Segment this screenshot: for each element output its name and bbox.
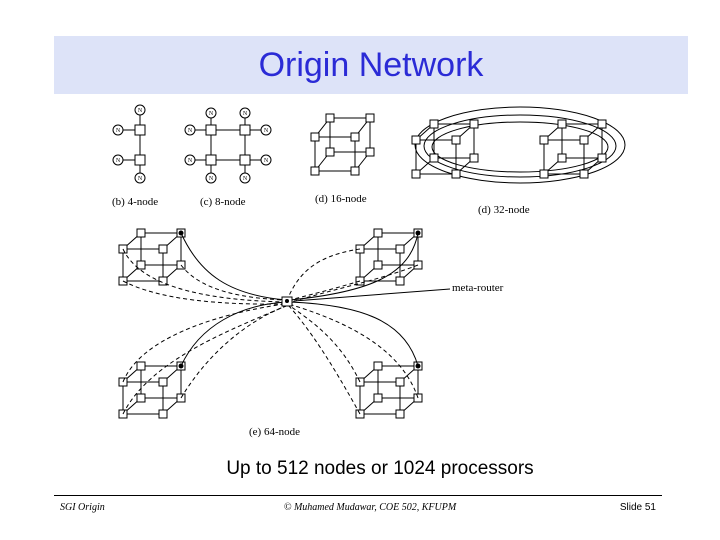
meta-router-label: meta-router: [452, 282, 504, 294]
node-n-label: N: [243, 111, 248, 117]
footer-course: SGI Origin: [60, 502, 105, 513]
caption-16-node: (d) 16-node: [315, 193, 367, 205]
node-n-label: N: [264, 158, 269, 164]
four-node-topology: [112, 104, 146, 184]
thirtytwo-node-topology: [411, 106, 626, 184]
eight-node-topology: [184, 107, 272, 184]
meta-router-links: [122, 232, 451, 415]
node-n-label: N: [138, 108, 143, 114]
node-n-label: N: [116, 158, 121, 164]
meta-router: [281, 296, 293, 307]
node-n-label: N: [138, 176, 143, 182]
slide-subtitle: Up to 512 nodes or 1024 processors: [226, 458, 534, 479]
slide-title: Origin Network: [258, 46, 484, 84]
node-n-label: N: [264, 128, 269, 134]
caption-64-node: (e) 64-node: [249, 426, 300, 438]
node-n-label: N: [209, 176, 214, 182]
footer-copyright: © Muhamed Mudawar, COE 502, KFUPM: [283, 502, 457, 513]
node-n-label: N: [188, 128, 193, 134]
node-n-label: N: [209, 111, 214, 117]
caption-4-node: (b) 4-node: [112, 196, 158, 208]
caption-32-node: (d) 32-node: [478, 204, 530, 216]
footer-rule: [54, 495, 662, 496]
node-n-label: N: [243, 176, 248, 182]
title-band: [54, 36, 688, 94]
node-n-label: N: [116, 128, 121, 134]
sixtyfour-node-cubes: [118, 228, 423, 419]
sixteen-node-topology: [310, 113, 375, 176]
node-n-label: N: [188, 158, 193, 164]
slide-number: Slide 51: [619, 502, 656, 513]
caption-8-node: (c) 8-node: [200, 196, 246, 208]
